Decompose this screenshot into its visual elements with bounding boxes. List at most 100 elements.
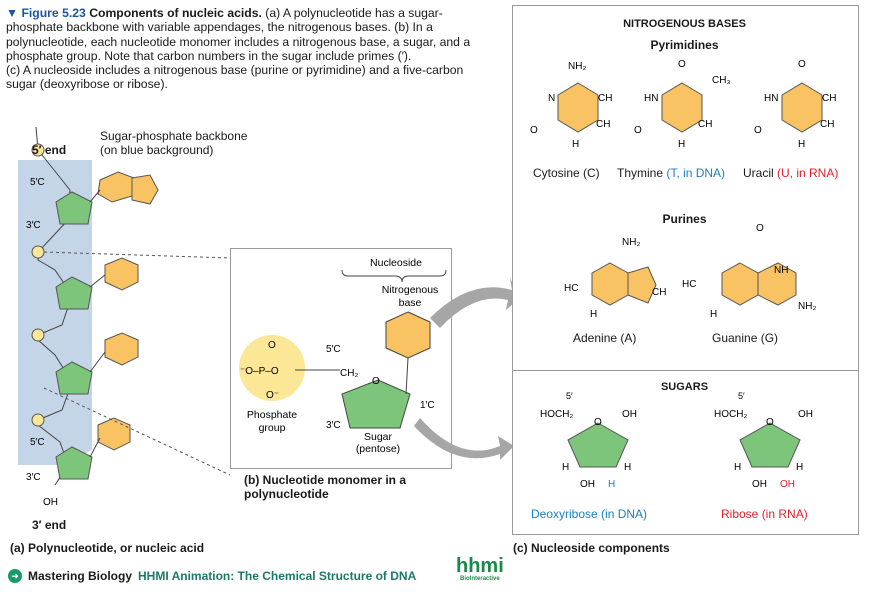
adenine-label: Adenine (A) (573, 331, 637, 345)
pyrimidines-heading: Pyrimidines (650, 38, 719, 52)
svg-text:CH: CH (596, 119, 610, 130)
polynucleotide-diagram: 5′C 3′C 5′C 3′C OH (18, 126, 230, 508)
arrow-to-bases (430, 278, 520, 328)
phosphate-group-circle (239, 335, 305, 401)
base-4 (97, 417, 131, 451)
nucleoside-structures: NH₂ N CH CH O H O HN CH₃ CH O H O HN CH … (530, 59, 836, 490)
svg-text:H: H (734, 462, 741, 473)
sugar-3 (55, 361, 93, 395)
caption-part-b: (b) In a polynucleotide, each nucleotide… (6, 20, 471, 63)
c5-bottom-label: 5′C (30, 437, 45, 448)
sugar-2 (55, 276, 93, 310)
base-3 (104, 332, 139, 366)
svg-text:O⁻: O⁻ (266, 390, 279, 401)
sugar-1 (55, 191, 93, 225)
cytosine-label: Cytosine (C) (533, 166, 600, 180)
svg-text:Nucleoside: Nucleoside (370, 257, 422, 269)
adenine-ring-5 (627, 266, 657, 304)
svg-text:O: O (268, 340, 276, 351)
guanine-label: Guanine (G) (712, 331, 779, 345)
svg-text:H: H (678, 139, 685, 150)
svg-text:O: O (594, 417, 602, 428)
svg-text:OH: OH (780, 479, 795, 490)
animation-title[interactable]: HHMI Animation: The Chemical Structure o… (138, 569, 417, 583)
uracil-label: Uracil (U, in RNA) (743, 166, 839, 180)
svg-text:HC: HC (682, 279, 696, 290)
svg-text:CH: CH (822, 93, 836, 104)
nucleoside-bracket (341, 269, 447, 283)
svg-text:base: base (399, 297, 422, 309)
svg-text:3′C: 3′C (326, 420, 341, 431)
svg-text:5′C: 5′C (326, 344, 341, 355)
phosphate-3 (31, 328, 45, 342)
purines-heading: Purines (662, 212, 707, 226)
arrow-to-sugars (414, 418, 514, 460)
footer-link[interactable]: ➜ Mastering Biology HHMI Animation: The … (8, 569, 416, 583)
svg-text:5′: 5′ (566, 391, 573, 401)
svg-text:1′C: 1′C (420, 400, 435, 411)
c3-bottom-label: 3′C (26, 472, 41, 483)
sugars-panel (512, 370, 859, 535)
svg-text:group: group (259, 422, 286, 434)
guanine-ring-5 (721, 262, 759, 306)
phosphate-1 (31, 143, 45, 157)
svg-text:HOCH₂: HOCH₂ (540, 409, 573, 420)
c5-top-label: 5′C (30, 177, 45, 188)
svg-text:O: O (756, 223, 764, 234)
svg-text:CH: CH (652, 287, 666, 298)
figure-title: Components of nucleic acids. (89, 6, 262, 20)
deoxyribose-ring (567, 422, 629, 468)
panel-a-caption: (a) Polynucleotide, or nucleic acid (10, 541, 205, 555)
svg-text:O: O (766, 417, 774, 428)
svg-text:OH: OH (798, 409, 813, 420)
svg-text:Nitrogenous: Nitrogenous (382, 284, 439, 296)
svg-text:⁻O–P–O: ⁻O–P–O (240, 366, 279, 377)
caption-part-c: (c) A nucleoside includes a nitrogenous … (6, 63, 464, 92)
three-prime-end: 3′ end (32, 518, 67, 532)
cytosine-ring (557, 82, 599, 133)
nucleotide-panel (230, 248, 452, 469)
backbone-label: Sugar-phosphate backbone (on blue backgr… (100, 129, 248, 157)
svg-text:N: N (548, 93, 555, 104)
svg-text:H: H (710, 309, 717, 320)
svg-text:CH: CH (820, 119, 834, 130)
svg-text:H: H (572, 139, 579, 150)
base-1a (97, 171, 135, 203)
svg-text:CH: CH (698, 119, 712, 130)
oh-label: OH (43, 497, 58, 508)
nitrogenous-base-hexagon (385, 311, 431, 359)
five-prime-end: 5′ end (32, 143, 67, 157)
svg-text:OH: OH (752, 479, 767, 490)
svg-text:Phosphate: Phosphate (247, 409, 297, 421)
panel-c-caption: (c) Nucleoside components (513, 541, 670, 555)
svg-text:HC: HC (564, 283, 578, 294)
nucleotide-diagram: O ⁻O–P–O O⁻ CH₂ 5′C O 1′C 3′C Nucleoside… (239, 257, 520, 460)
svg-text:(pentose): (pentose) (356, 443, 400, 455)
base-2 (104, 257, 139, 291)
bases-panel (512, 5, 859, 372)
svg-text:H: H (562, 462, 569, 473)
hhmi-logo: hhmi BioInteractive (456, 555, 504, 582)
svg-text:Sugar: Sugar (364, 431, 393, 443)
svg-text:NH₂: NH₂ (568, 61, 586, 72)
phosphate-2 (31, 245, 45, 259)
svg-text:NH₂: NH₂ (798, 301, 816, 312)
figure-caption: ▼ Figure 5.23 Components of nucleic acid… (6, 6, 494, 92)
mastering-biology: Mastering Biology (28, 569, 133, 583)
svg-text:CH: CH (598, 93, 612, 104)
svg-text:5′: 5′ (738, 391, 745, 401)
deoxyribose-label: Deoxyribose (in DNA) (531, 507, 648, 521)
sugars-heading: SUGARS (660, 381, 709, 393)
svg-text:NH: NH (774, 265, 788, 276)
svg-text:H: H (590, 309, 597, 320)
pentose-sugar (341, 379, 411, 429)
figure-label: ▼ Figure 5.23 (6, 6, 86, 20)
svg-text:NH₂: NH₂ (622, 237, 640, 248)
svg-text:O: O (634, 125, 642, 136)
panel-b-caption: (b) Nucleotide monomer in a polynucleoti… (244, 473, 407, 501)
svg-text:O: O (754, 125, 762, 136)
adenine-ring-6 (591, 262, 629, 306)
ribose-label: Ribose (in RNA) (721, 507, 808, 521)
svg-text:O: O (678, 59, 686, 70)
svg-text:H: H (796, 462, 803, 473)
